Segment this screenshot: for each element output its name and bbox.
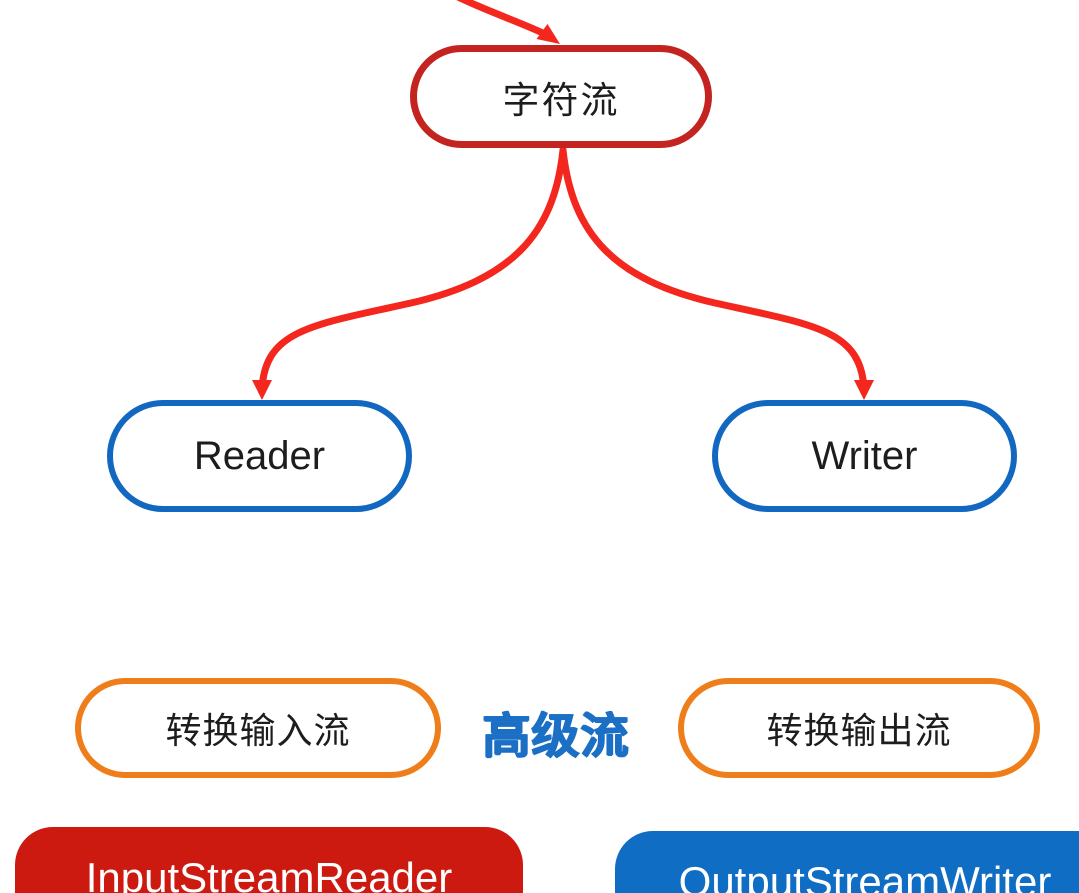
output-stream-writer-label: OutputStreamWriter — [678, 858, 1052, 893]
convert-input-node: 转换输入流 — [75, 678, 441, 778]
writer-label: Writer — [811, 433, 918, 478]
reader-label: Reader — [193, 433, 326, 478]
writer-node: Writer — [712, 400, 1017, 512]
advanced-stream-label: 高级流 — [480, 700, 632, 763]
input-stream-reader-label: InputStreamReader — [85, 854, 453, 893]
char-stream-label: 字符流 — [502, 79, 620, 121]
reader-node: Reader — [107, 400, 412, 512]
edge-charstream-to-reader — [252, 146, 567, 400]
incoming-arrow — [456, 0, 560, 44]
input-stream-reader-node: InputStreamReader — [15, 827, 523, 893]
edge-charstream-to-writer — [559, 146, 874, 400]
convert-output-node: 转换输出流 — [678, 678, 1040, 778]
convert-input-label: 转换输入流 — [165, 710, 351, 751]
char-stream-node: 字符流 — [410, 45, 712, 148]
convert-output-label: 转换输出流 — [766, 710, 952, 751]
advanced-stream-text: 高级流 — [482, 710, 630, 763]
output-stream-writer-node: OutputStreamWriter — [615, 831, 1079, 893]
